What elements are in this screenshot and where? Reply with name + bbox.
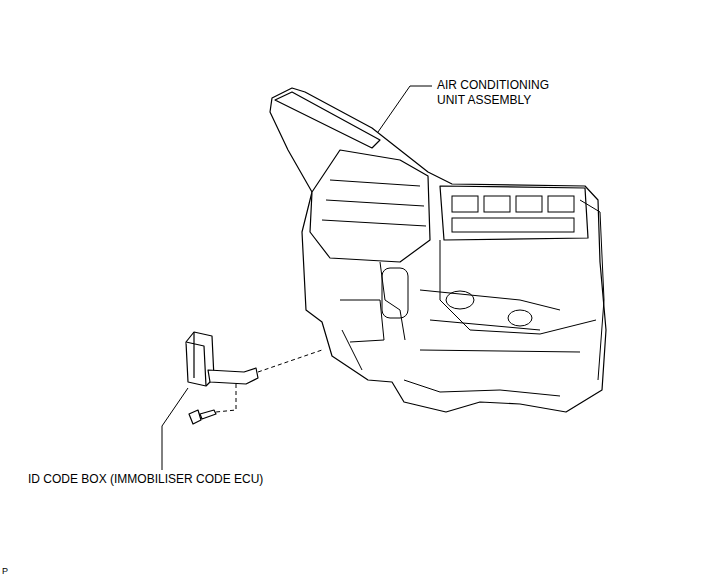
part-label: ID CODE BOX (IMMOBILISER CODE ECU) bbox=[28, 472, 348, 487]
part-label: AIR CONDITIONING UNIT ASSEMBLY bbox=[437, 78, 565, 108]
page-mark: P bbox=[2, 566, 22, 577]
